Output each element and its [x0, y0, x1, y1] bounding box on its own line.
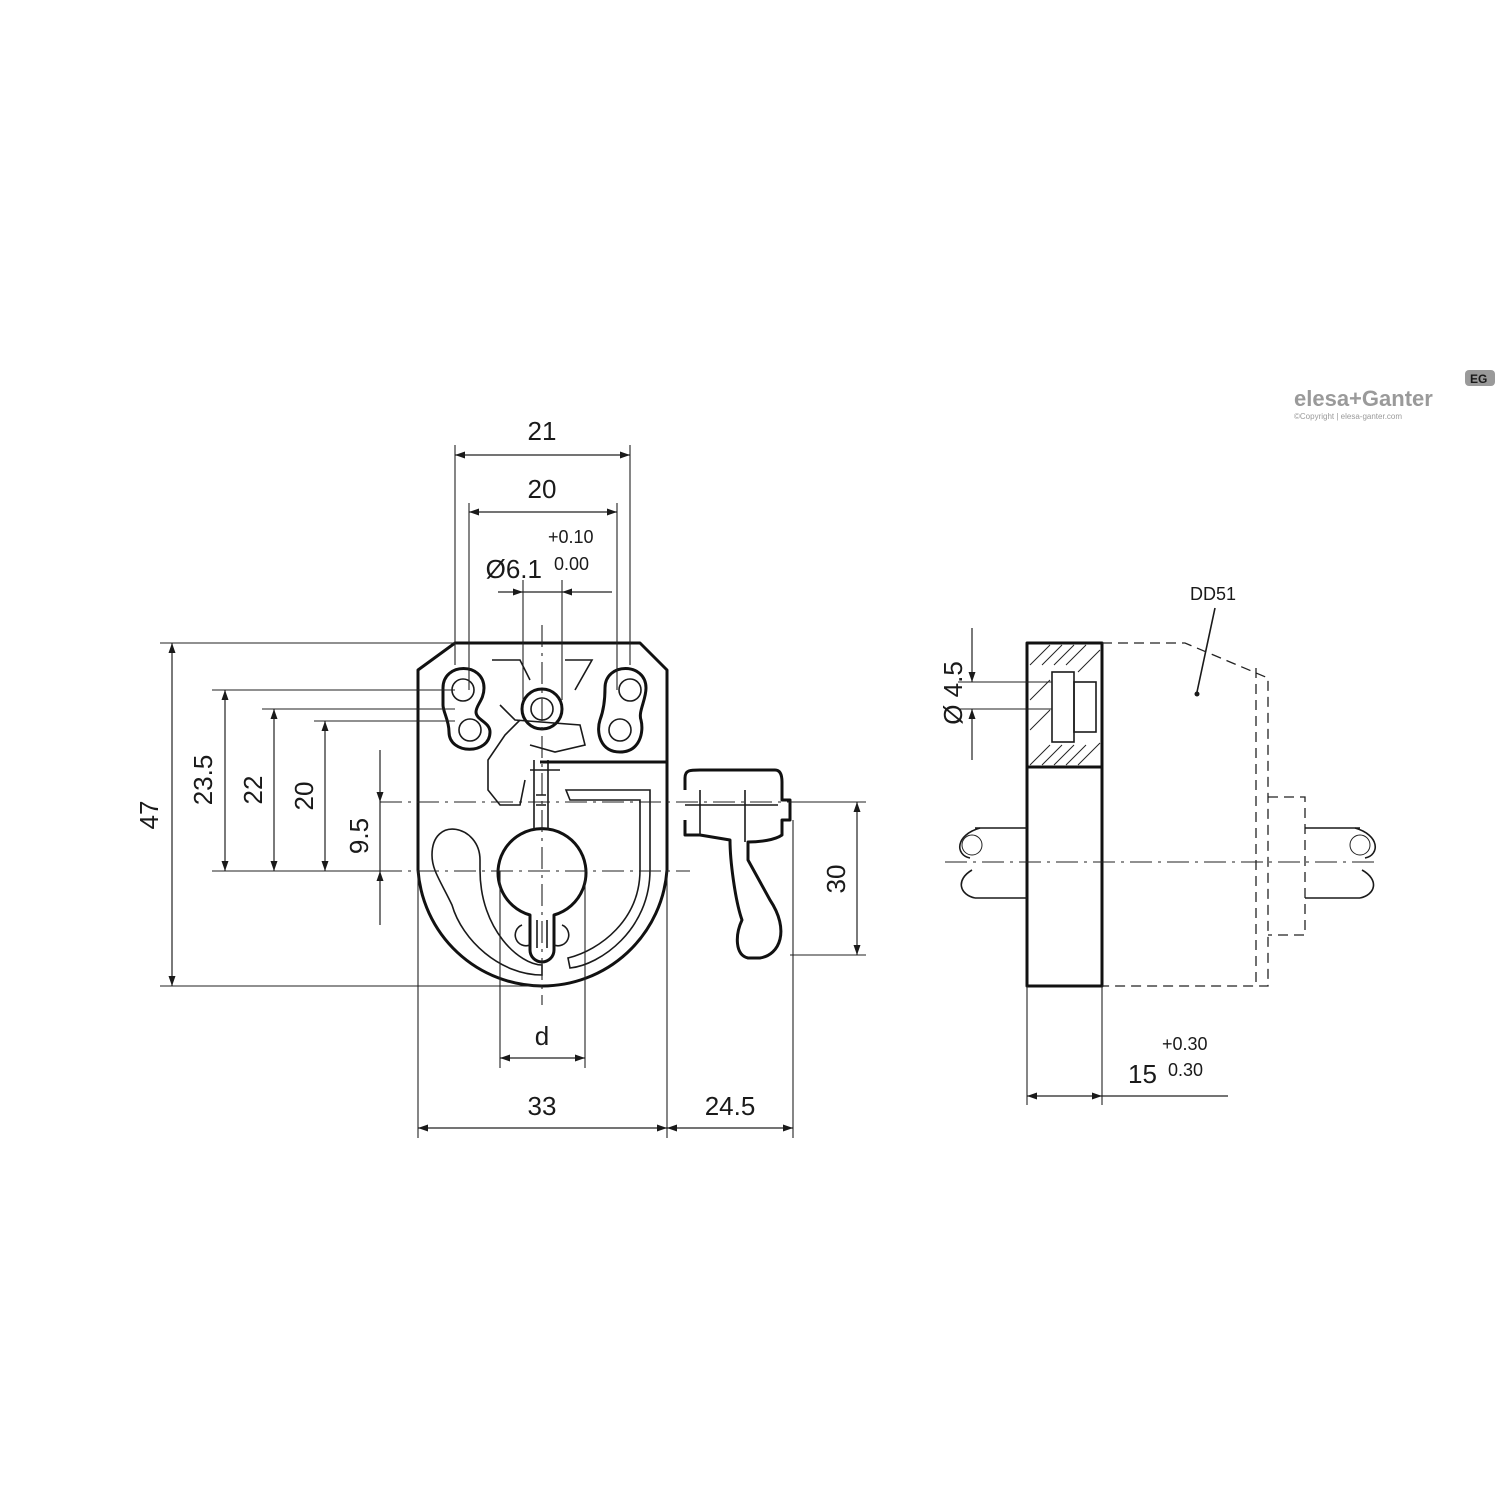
side-section-hatching	[1029, 644, 1101, 766]
dim-pin-tol-upper: +0.10	[548, 527, 594, 547]
dim-thk-tol-lower: 0.30	[1168, 1060, 1203, 1080]
dim-pin-diameter: Ø6.1	[486, 554, 542, 584]
callout-dd51: DD51	[1190, 584, 1236, 604]
dim-thk-tol-upper: +0.30	[1162, 1034, 1208, 1054]
dim-21: 21	[528, 416, 557, 446]
clamp-slit	[530, 760, 560, 830]
dim-24-5: 24.5	[705, 1091, 756, 1121]
rod-left	[959, 827, 1027, 899]
rod-right	[1305, 827, 1376, 899]
dim-9-5: 9.5	[344, 818, 374, 854]
brand-logo: elesa+Ganter EG ©Copyright | elesa-gante…	[1294, 370, 1495, 421]
dim-47: 47	[134, 801, 164, 830]
left-inner-slot	[431, 828, 543, 976]
extension-lines	[160, 445, 866, 1138]
dim-20-left: 20	[289, 782, 319, 811]
clamping-bore	[496, 827, 588, 964]
dim-hole-diameter: Ø 4.5	[938, 661, 968, 725]
side-view: Ø 4.5 DD51 15 +0.30 0.30	[938, 584, 1380, 1105]
dim-23-5: 23.5	[188, 755, 218, 806]
brand-logo-text: elesa+Ganter	[1294, 386, 1433, 411]
dim-30: 30	[821, 865, 851, 894]
dim-d: d	[535, 1021, 549, 1051]
dimension-lines	[168, 451, 861, 1132]
right-inner-slot	[564, 789, 651, 969]
side-body	[1025, 641, 1104, 988]
dim-20-top: 20	[528, 474, 557, 504]
clamping-lever	[540, 760, 792, 960]
brand-badge-text: EG	[1470, 372, 1487, 386]
phantom-lever	[1102, 642, 1306, 987]
dim-33: 33	[528, 1091, 557, 1121]
callout-leader	[1196, 607, 1216, 693]
pin-recess	[487, 659, 594, 806]
right-mounting-slot	[597, 667, 648, 754]
dim-thickness: 15	[1128, 1059, 1157, 1089]
copyright-text: ©Copyright | elesa-ganter.com	[1294, 412, 1402, 421]
front-view: 21 20 Ø6.1 +0.10 0.00 47 23.5 22 20 9.5 …	[134, 416, 866, 1138]
brand-badge	[1465, 370, 1495, 386]
dim-22: 22	[238, 776, 268, 805]
dim-pin-tol-lower: 0.00	[554, 554, 589, 574]
